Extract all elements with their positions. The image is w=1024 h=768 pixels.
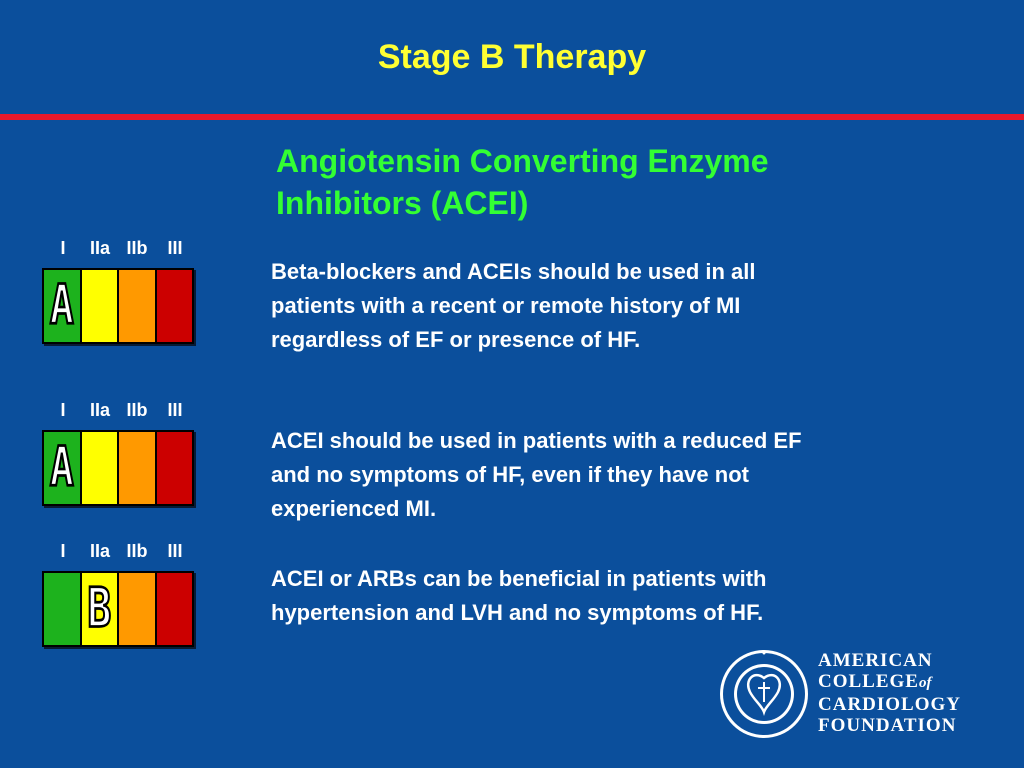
class-bar: A [42,430,194,506]
class-cell: A [44,270,82,342]
class-cell [156,270,192,342]
class-cell: B [81,573,119,645]
level-of-evidence: A [49,436,75,501]
class-label: IIa [89,541,110,561]
level-of-evidence: A [49,274,75,339]
class-cell [119,270,157,342]
class-label: IIa [89,238,110,258]
logo-word: of [918,675,932,691]
class-cell: A [44,432,82,504]
logo-word: COLLEGE [818,671,919,692]
class-label: IIb [126,541,148,561]
class-cell [44,573,82,645]
class-bar: A [42,268,194,344]
slide-title: Stage B Therapy [377,38,647,76]
text-line: hypertension and LVH and no symptoms of … [271,600,764,625]
text-line: ACEI should be used in patients with a r… [271,428,802,453]
text-line: experienced MI. [271,496,437,521]
text-line: regardless of EF or presence of HF. [271,327,641,352]
class-label: I [60,238,66,258]
recommendation-text: ACEI should be used in patients with a r… [271,424,991,526]
logo-line: AMERICAN [818,650,933,671]
title-divider [0,114,1024,120]
class-cell [156,432,192,504]
slide-subtitle: Angiotensin Converting Enzyme Inhibitors… [276,140,976,224]
text-line: Beta-blockers and ACEIs should be used i… [271,259,756,284]
text-line: and no symptoms of HF, even if they have… [271,462,749,487]
level-of-evidence: B [86,577,112,642]
logo-line: CARDIOLOGY [818,694,962,715]
class-label: III [167,238,183,258]
recommendation-class-chart: I IIa IIb III A [42,400,194,506]
class-label: IIb [126,400,148,420]
class-label: I [60,400,66,420]
recommendation-class-chart: I IIa IIb III A [42,238,194,344]
recommendation-text: ACEI or ARBs can be beneficial in patien… [271,562,991,630]
text-line: patients with a recent or remote history… [271,293,741,318]
text-line: ACEI or ARBs can be beneficial in patien… [271,566,767,591]
class-cell [81,432,119,504]
class-cell [119,432,157,504]
class-cell [119,573,157,645]
class-bar: B [42,571,194,647]
class-labels: I IIa IIb III [42,238,194,262]
class-label: III [167,541,183,561]
recommendation-text: Beta-blockers and ACEIs should be used i… [271,255,991,357]
logo-wordmark: AMERICAN COLLEGEof CARDIOLOGY FOUNDATION [818,650,961,736]
recommendation-class-chart: I IIa IIb III B [42,541,194,647]
accf-logo: AMERICAN COLLEGEof CARDIOLOGY FOUNDATION [718,646,1018,742]
class-labels: I IIa IIb III [42,541,194,565]
logo-line: COLLEGEof [818,671,961,694]
class-cell [81,270,119,342]
class-label: I [60,541,66,561]
class-label: IIb [126,238,148,258]
class-cell [156,573,192,645]
logo-line: FOUNDATION [818,715,957,736]
subtitle-line: Inhibitors (ACEI) [276,185,529,221]
subtitle-line: Angiotensin Converting Enzyme [276,143,769,179]
class-labels: I IIa IIb III [42,400,194,424]
class-label: III [167,400,183,420]
seal-icon [720,650,808,738]
class-label: IIa [89,400,110,420]
